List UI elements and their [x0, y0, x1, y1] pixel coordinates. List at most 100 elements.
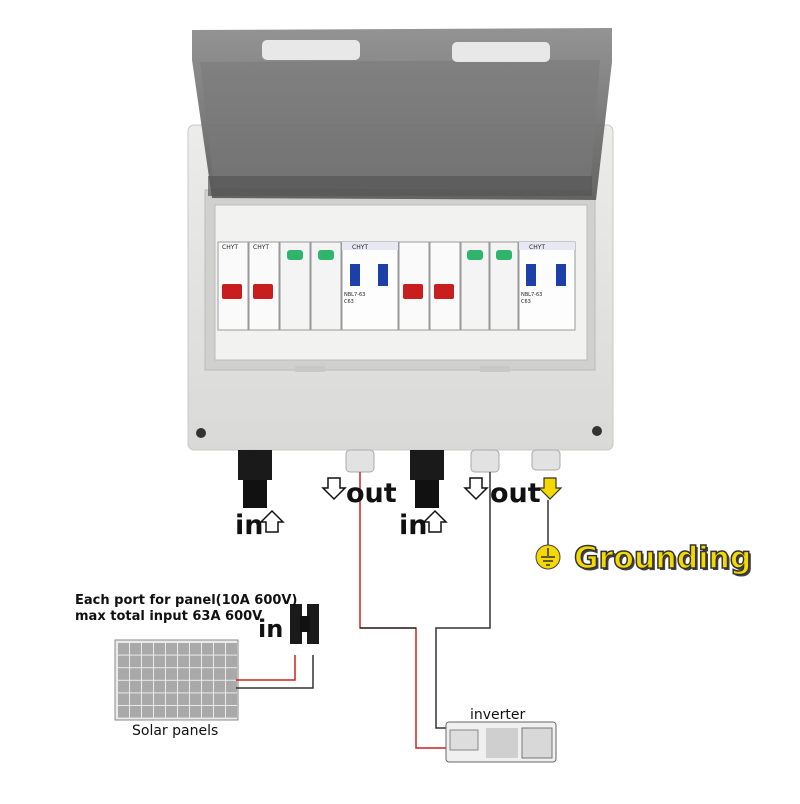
brand-label: CHYT — [352, 244, 368, 251]
fuse-holder[interactable] — [398, 241, 430, 331]
solar-cell — [166, 668, 177, 680]
solar-cell — [190, 668, 201, 680]
panel-connector — [236, 604, 319, 689]
solar-cell — [226, 643, 237, 655]
out-arrow-icon — [463, 477, 489, 501]
grounding-label: Grounding — [573, 540, 752, 577]
circuit-breaker[interactable] — [518, 241, 576, 331]
solar-cell — [166, 693, 177, 705]
solar-cell — [130, 693, 141, 705]
solar-cell — [202, 693, 213, 705]
solar-cell — [130, 668, 141, 680]
surge-protector — [310, 241, 342, 331]
solar-cell — [142, 693, 153, 705]
solar-cell — [226, 668, 237, 680]
solar-cell — [214, 668, 225, 680]
solar-cell — [202, 706, 213, 718]
solar-cell — [118, 706, 129, 718]
mc4-connector-mid[interactable] — [410, 450, 444, 508]
inverter-device — [445, 721, 557, 763]
solar-cell — [202, 680, 213, 693]
solar-cell — [130, 643, 141, 655]
ground-arrow-icon — [537, 477, 563, 500]
cable-gland — [531, 449, 561, 471]
solar-cell — [154, 693, 165, 705]
solar-cell — [118, 643, 129, 655]
solar-cell — [190, 655, 201, 668]
in-label: in — [258, 615, 284, 643]
solar-cell — [190, 643, 201, 655]
solar-panel — [114, 639, 239, 721]
out-label: out — [490, 478, 541, 509]
din-rail-modules: CHYT CHYT CHYT CHYT NBL7-63 C63 NBL7-63 … — [217, 241, 576, 331]
solar-cell — [130, 680, 141, 693]
solar-cell — [130, 655, 141, 668]
breaker-rating-label: C63 — [521, 299, 531, 305]
max-input-note: max total input 63A 600V — [75, 609, 263, 624]
in-arrow-icon — [422, 509, 448, 533]
out-arrow-icon — [321, 477, 347, 501]
solar-cell — [226, 680, 237, 693]
surge-protector — [460, 241, 490, 331]
solar-cell — [142, 680, 153, 693]
cable-gland — [470, 449, 500, 473]
mc4-connector-left[interactable] — [238, 450, 272, 508]
solar-cell — [178, 706, 189, 718]
solar-cell — [214, 680, 225, 693]
output-wiring — [359, 472, 549, 749]
solar-cell — [226, 693, 237, 705]
solar-cell — [178, 668, 189, 680]
solar-cell — [178, 693, 189, 705]
solar-cell — [202, 668, 213, 680]
port-rating-note: Each port for panel(10A 600V) — [75, 593, 298, 608]
breaker-rating-label: C63 — [344, 299, 354, 305]
solar-cell — [190, 680, 201, 693]
out-label: out — [346, 478, 397, 509]
fuse-holder[interactable] — [217, 241, 249, 331]
solar-cell — [202, 655, 213, 668]
inverter-label: inverter — [470, 707, 526, 723]
solar-cell — [154, 643, 165, 655]
brand-label: CHYT — [222, 244, 238, 251]
solar-cell — [166, 643, 177, 655]
brand-label: CHYT — [253, 244, 269, 251]
solar-cell — [154, 668, 165, 680]
solar-cell — [214, 643, 225, 655]
surge-protector — [489, 241, 519, 331]
solar-cell — [166, 706, 177, 718]
solar-cell — [190, 706, 201, 718]
in-label: in — [399, 510, 428, 541]
solar-cell — [142, 668, 153, 680]
fuse-holder[interactable] — [429, 241, 461, 331]
solar-cell — [130, 706, 141, 718]
solar-cell — [118, 655, 129, 668]
solar-cell — [178, 655, 189, 668]
solar-cell — [178, 643, 189, 655]
solar-cell — [142, 706, 153, 718]
breaker-type-label: NBL7-63 — [344, 292, 365, 298]
fuse-holder[interactable] — [248, 241, 280, 331]
breaker-type-label: NBL7-63 — [521, 292, 542, 298]
transparent-lid[interactable] — [192, 28, 612, 200]
cable-gland — [345, 449, 375, 473]
ground-icon — [535, 544, 561, 570]
solar-panels-label: Solar panels — [132, 723, 219, 739]
solar-cell — [166, 680, 177, 693]
solar-cell — [118, 680, 129, 693]
circuit-breaker[interactable] — [341, 241, 399, 331]
surge-protector — [279, 241, 311, 331]
in-label: in — [235, 510, 264, 541]
solar-cell — [166, 655, 177, 668]
in-arrow-icon — [259, 509, 285, 533]
solar-cell — [118, 668, 129, 680]
solar-cell — [154, 680, 165, 693]
solar-cell — [226, 655, 237, 668]
solar-cell — [118, 693, 129, 705]
solar-cell — [202, 643, 213, 655]
solar-cell — [214, 706, 225, 718]
solar-cell — [190, 693, 201, 705]
solar-cell — [178, 680, 189, 693]
solar-cell — [154, 706, 165, 718]
solar-cell — [142, 655, 153, 668]
